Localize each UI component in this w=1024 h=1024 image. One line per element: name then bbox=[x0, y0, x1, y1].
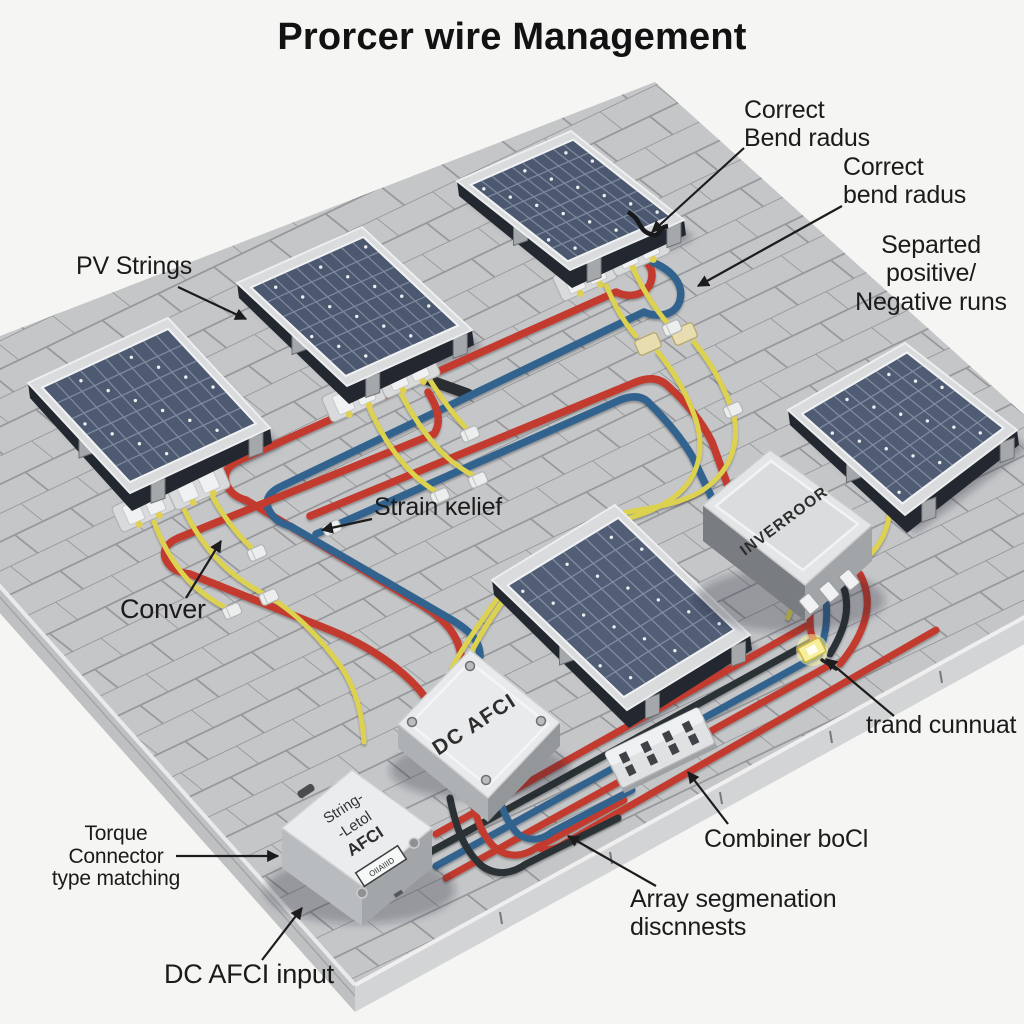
glow-connector-clip bbox=[796, 634, 838, 671]
label-array-segmentation: Array segmenation discnnests bbox=[630, 885, 837, 942]
label-torque-connector: Torque Connector type matching bbox=[51, 822, 181, 891]
label-conver: Conver bbox=[120, 594, 206, 624]
cable-clip bbox=[258, 588, 280, 606]
blue-homerun-wire bbox=[263, 258, 685, 660]
solar-panel bbox=[455, 129, 686, 288]
mc4-coupler bbox=[634, 332, 662, 356]
label-correct-bend-radius-1: Correct Bend radus bbox=[744, 96, 870, 153]
cable-clip bbox=[467, 471, 489, 489]
inverter-box: INVERROOR bbox=[695, 449, 885, 632]
combiner-box bbox=[604, 707, 718, 794]
cable-clip bbox=[459, 425, 481, 443]
solar-panel bbox=[235, 225, 474, 404]
callout-arrows bbox=[176, 147, 895, 961]
cable-clip bbox=[246, 544, 268, 562]
eave-fascia-right bbox=[354, 615, 1024, 1012]
red-inverter-feed bbox=[306, 375, 732, 520]
cable-clip bbox=[221, 602, 243, 620]
cable-clip bbox=[429, 487, 451, 505]
page-title: Prorcer wire Management bbox=[277, 16, 747, 58]
pv-panel-array bbox=[26, 129, 1019, 728]
cable-clip bbox=[722, 401, 744, 419]
dcafci-red-out bbox=[466, 786, 628, 859]
blue-inverter-feed bbox=[312, 393, 716, 538]
label-separated-runs: Separted positive/ Negative runs bbox=[855, 231, 1007, 316]
label-dc-afci-input: DC AFCI input bbox=[164, 959, 334, 989]
dcafci-black-out bbox=[446, 794, 622, 876]
panel-cells bbox=[249, 235, 460, 378]
dc-afci-box: DC AFCI bbox=[390, 648, 570, 822]
panel-cells bbox=[40, 327, 258, 484]
solar-panel bbox=[26, 316, 272, 511]
label-trand-cunnuat: trand cunnuat bbox=[866, 711, 1017, 739]
label-pv-strings: PV Strings bbox=[76, 252, 193, 280]
string-afci-box: String- -Letol AFCI OIIAIIID bbox=[265, 769, 455, 926]
label-combiner-box: Combiner boCl bbox=[704, 825, 869, 853]
dc-afci-screws bbox=[406, 660, 547, 786]
label-strain-relief: Strain ĸelief bbox=[374, 493, 503, 521]
panel-cells bbox=[800, 351, 1006, 505]
mc4-junction-block bbox=[165, 461, 231, 511]
solar-panel bbox=[490, 503, 752, 728]
panel-cells bbox=[505, 516, 737, 699]
solar-panel bbox=[786, 341, 1019, 533]
label-correct-bend-radius-2: Correct bend radus bbox=[843, 153, 967, 210]
cable-clip bbox=[661, 319, 683, 337]
